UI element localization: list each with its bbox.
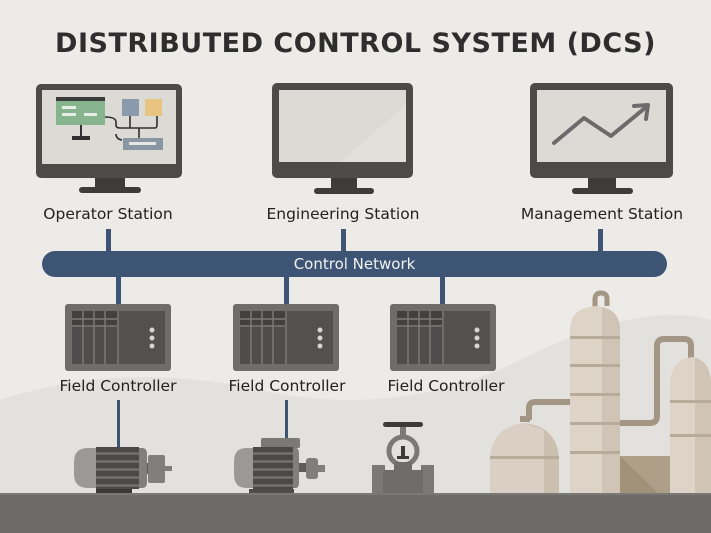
- management-station-label: Management Station: [520, 205, 684, 223]
- motor-icon: [74, 447, 172, 495]
- process-node-amber: [145, 99, 162, 116]
- status-led: [474, 335, 480, 341]
- trend-arrow-icon: [632, 103, 650, 121]
- engineering-link: [341, 229, 346, 252]
- valve-handwheel: [383, 422, 423, 427]
- pipe: [526, 399, 572, 420]
- control-network-bus: Control Network: [42, 251, 667, 277]
- controller-2-downlink: [285, 400, 288, 440]
- management-link: [598, 229, 603, 252]
- field-controller-1-label: Field Controller: [59, 377, 177, 395]
- field-controller-2: [233, 304, 339, 371]
- pump-motor-icon: [234, 438, 325, 495]
- status-led: [474, 327, 480, 333]
- management-screen: [537, 90, 666, 162]
- field-controller-1: [65, 304, 171, 371]
- process-node-blue: [122, 99, 139, 116]
- controller-3-uplink: [440, 276, 445, 304]
- ground: [0, 494, 711, 533]
- status-led: [317, 343, 323, 349]
- status-led: [317, 327, 323, 333]
- status-led: [474, 343, 480, 349]
- control-network-label: Control Network: [293, 255, 416, 273]
- page-title: DISTRIBUTED CONTROL SYSTEM (DCS): [55, 28, 656, 59]
- management-monitor: [530, 83, 673, 194]
- field-controller-3: [390, 304, 496, 371]
- engineering-monitor: [272, 83, 413, 194]
- pipe: [618, 336, 694, 426]
- field-controller-2-label: Field Controller: [228, 377, 346, 395]
- operator-link: [106, 229, 111, 252]
- status-led: [149, 343, 155, 349]
- trend-line: [552, 106, 647, 145]
- controller-1-uplink: [116, 276, 121, 304]
- status-led: [149, 327, 155, 333]
- status-led: [149, 335, 155, 341]
- controller-2-uplink: [284, 276, 289, 304]
- field-controller-3-label: Field Controller: [387, 377, 505, 395]
- process-panel: [56, 97, 105, 125]
- controller-1-downlink: [117, 400, 120, 448]
- plant-equipment: [490, 290, 711, 495]
- operator-station-label: Operator Station: [43, 205, 173, 223]
- engineering-station-label: Engineering Station: [266, 205, 420, 223]
- operator-monitor: [36, 84, 182, 193]
- valve-icon: [372, 422, 434, 495]
- status-led: [317, 335, 323, 341]
